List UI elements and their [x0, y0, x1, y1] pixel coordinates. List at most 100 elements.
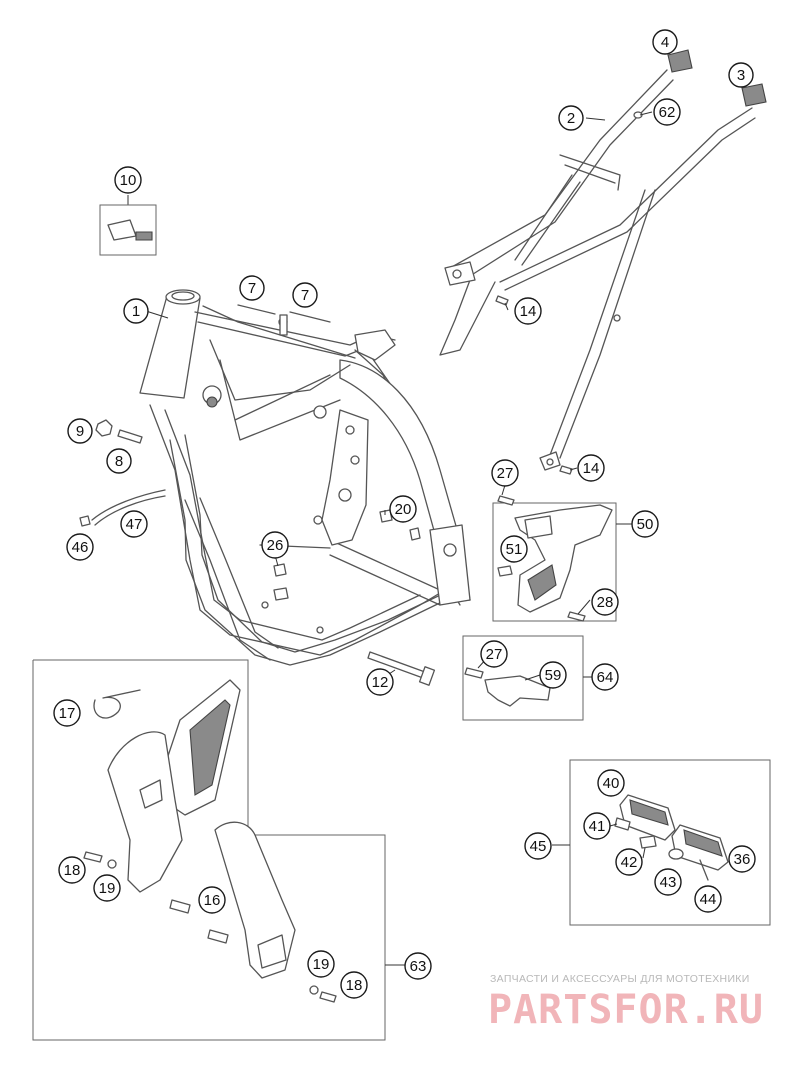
callout-circle — [106, 448, 132, 474]
callout-19b: 19 — [307, 950, 335, 978]
down-tube — [149, 404, 446, 656]
callout-circle — [558, 105, 584, 131]
callout-4: 4 — [652, 29, 678, 55]
watermark-logo: PARTSFOR.RU — [488, 987, 764, 1033]
callout-28: 28 — [591, 588, 619, 616]
callout-number: 45 — [530, 838, 547, 855]
callout-circle — [114, 166, 142, 194]
callout-circle — [53, 699, 81, 727]
callout-number: 14 — [520, 303, 537, 320]
group-box-63 — [32, 659, 386, 1041]
callout-number: 51 — [506, 541, 523, 558]
callout-number: 40 — [603, 775, 620, 792]
callout-circle — [261, 531, 289, 559]
callout-27b: 27 — [480, 640, 508, 668]
callout-40: 40 — [597, 769, 625, 797]
callout-circle — [239, 275, 265, 301]
callout-number: 46 — [72, 539, 89, 556]
callout-8: 8 — [106, 448, 132, 474]
subframe — [439, 49, 767, 471]
callout-circle — [654, 868, 682, 896]
callout-circle — [631, 510, 659, 538]
callout-circle — [67, 418, 93, 444]
callout-26: 26 — [261, 531, 289, 559]
hardware — [79, 195, 573, 686]
callout-circle — [524, 832, 552, 860]
group-box-64 — [462, 635, 584, 721]
engine-mount-plate — [321, 409, 369, 546]
callout-circle — [577, 454, 605, 482]
callout-number: 7 — [248, 280, 256, 297]
callout-number: 10 — [120, 172, 137, 189]
cable-tie-17 — [93, 689, 141, 719]
callout-7b: 7 — [292, 282, 318, 308]
callout-circle — [694, 885, 722, 913]
callout-number: 43 — [660, 874, 677, 891]
callout-14b: 14 — [577, 454, 605, 482]
callout-number: 64 — [597, 669, 614, 686]
callout-circle — [500, 535, 528, 563]
callout-number: 47 — [126, 516, 143, 533]
callout-circle — [123, 298, 149, 324]
group-boxes — [32, 502, 771, 1041]
callout-circle — [198, 886, 226, 914]
radiator-guard-group — [83, 679, 337, 1003]
callout-17: 17 — [53, 699, 81, 727]
callout-44: 44 — [694, 885, 722, 913]
callout-62: 62 — [653, 98, 681, 126]
bolt-8 — [117, 429, 143, 444]
callout-circle — [307, 950, 335, 978]
callout-18b: 18 — [340, 971, 368, 999]
steering-lock — [107, 219, 137, 241]
callout-number: 8 — [115, 453, 123, 470]
subframe-tube — [449, 69, 668, 269]
callout-circle — [591, 663, 619, 691]
callout-circle — [728, 845, 756, 873]
callout-circle — [389, 495, 417, 523]
callout-51: 51 — [500, 535, 528, 563]
callout-42: 42 — [615, 848, 643, 876]
callout-number: 42 — [621, 854, 638, 871]
callout-circle — [480, 640, 508, 668]
callout-circle — [615, 848, 643, 876]
callout-circle — [491, 459, 519, 487]
callout-14a: 14 — [514, 297, 542, 325]
chain-guide-group — [497, 495, 613, 622]
callout-circle — [58, 856, 86, 884]
callout-number: 7 — [301, 287, 309, 304]
callout-number: 59 — [545, 667, 562, 684]
footpeg-group — [614, 794, 729, 881]
bracket-group — [464, 667, 551, 707]
callout-number: 28 — [597, 594, 614, 611]
callout-number: 3 — [737, 67, 745, 84]
hose-47 — [91, 489, 166, 521]
callout-45: 45 — [524, 832, 552, 860]
callout-19a: 19 — [93, 874, 121, 902]
callout-number: 44 — [700, 891, 717, 908]
callout-number: 36 — [734, 851, 751, 868]
callout-50: 50 — [631, 510, 659, 538]
callout-circle — [583, 812, 611, 840]
callout-number: 41 — [589, 818, 606, 835]
callout-number: 20 — [395, 501, 412, 518]
nut-9 — [95, 419, 113, 437]
callout-36: 36 — [728, 845, 756, 873]
group-box-45 — [569, 759, 771, 926]
callout-59: 59 — [539, 661, 567, 689]
callout-12: 12 — [366, 668, 394, 696]
callout-27a: 27 — [491, 459, 519, 487]
callout-circle — [66, 533, 94, 561]
radiator-shroud-left — [107, 731, 183, 893]
callout-10: 10 — [114, 166, 142, 194]
callout-47: 47 — [120, 510, 148, 538]
callout-circle — [597, 769, 625, 797]
callout-circle — [653, 98, 681, 126]
callout-circle — [514, 297, 542, 325]
callout-circle — [728, 62, 754, 88]
callout-number: 14 — [583, 460, 600, 477]
callout-3: 3 — [728, 62, 754, 88]
group-box-50 — [492, 502, 617, 622]
subframe-cap-4 — [667, 49, 693, 73]
